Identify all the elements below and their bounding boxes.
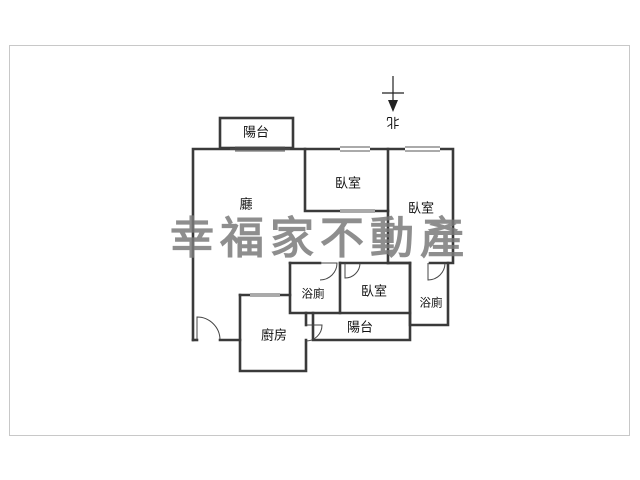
- room-label-living: 廳: [239, 197, 252, 213]
- entry-door-icon: [196, 316, 221, 341]
- room-label-balcony-bottom: 陽台: [347, 321, 373, 336]
- bedroom-3-outline: [338, 261, 412, 315]
- room-label-balcony-top: 陽台: [243, 126, 269, 141]
- room-label-bath-1: 浴廁: [302, 287, 325, 301]
- door-icon: [427, 262, 446, 281]
- watermark: 幸福家不動產: [170, 213, 470, 264]
- room-label-bedroom-3: 臥室: [361, 284, 387, 300]
- room-label-bedroom-2: 臥室: [408, 201, 434, 217]
- kitchen-outline: [238, 293, 308, 373]
- plan-frame: [9, 45, 630, 436]
- north-arrow-icon: [382, 76, 404, 112]
- room-label-bath-2: 浴廁: [420, 296, 443, 310]
- bath-1-outline: [288, 261, 342, 315]
- room-label-kitchen: 廚房: [261, 328, 287, 344]
- balcony-bottom-outline: [311, 311, 412, 342]
- north-label: 北: [386, 114, 399, 129]
- room-label-bedroom-1: 臥室: [335, 176, 361, 192]
